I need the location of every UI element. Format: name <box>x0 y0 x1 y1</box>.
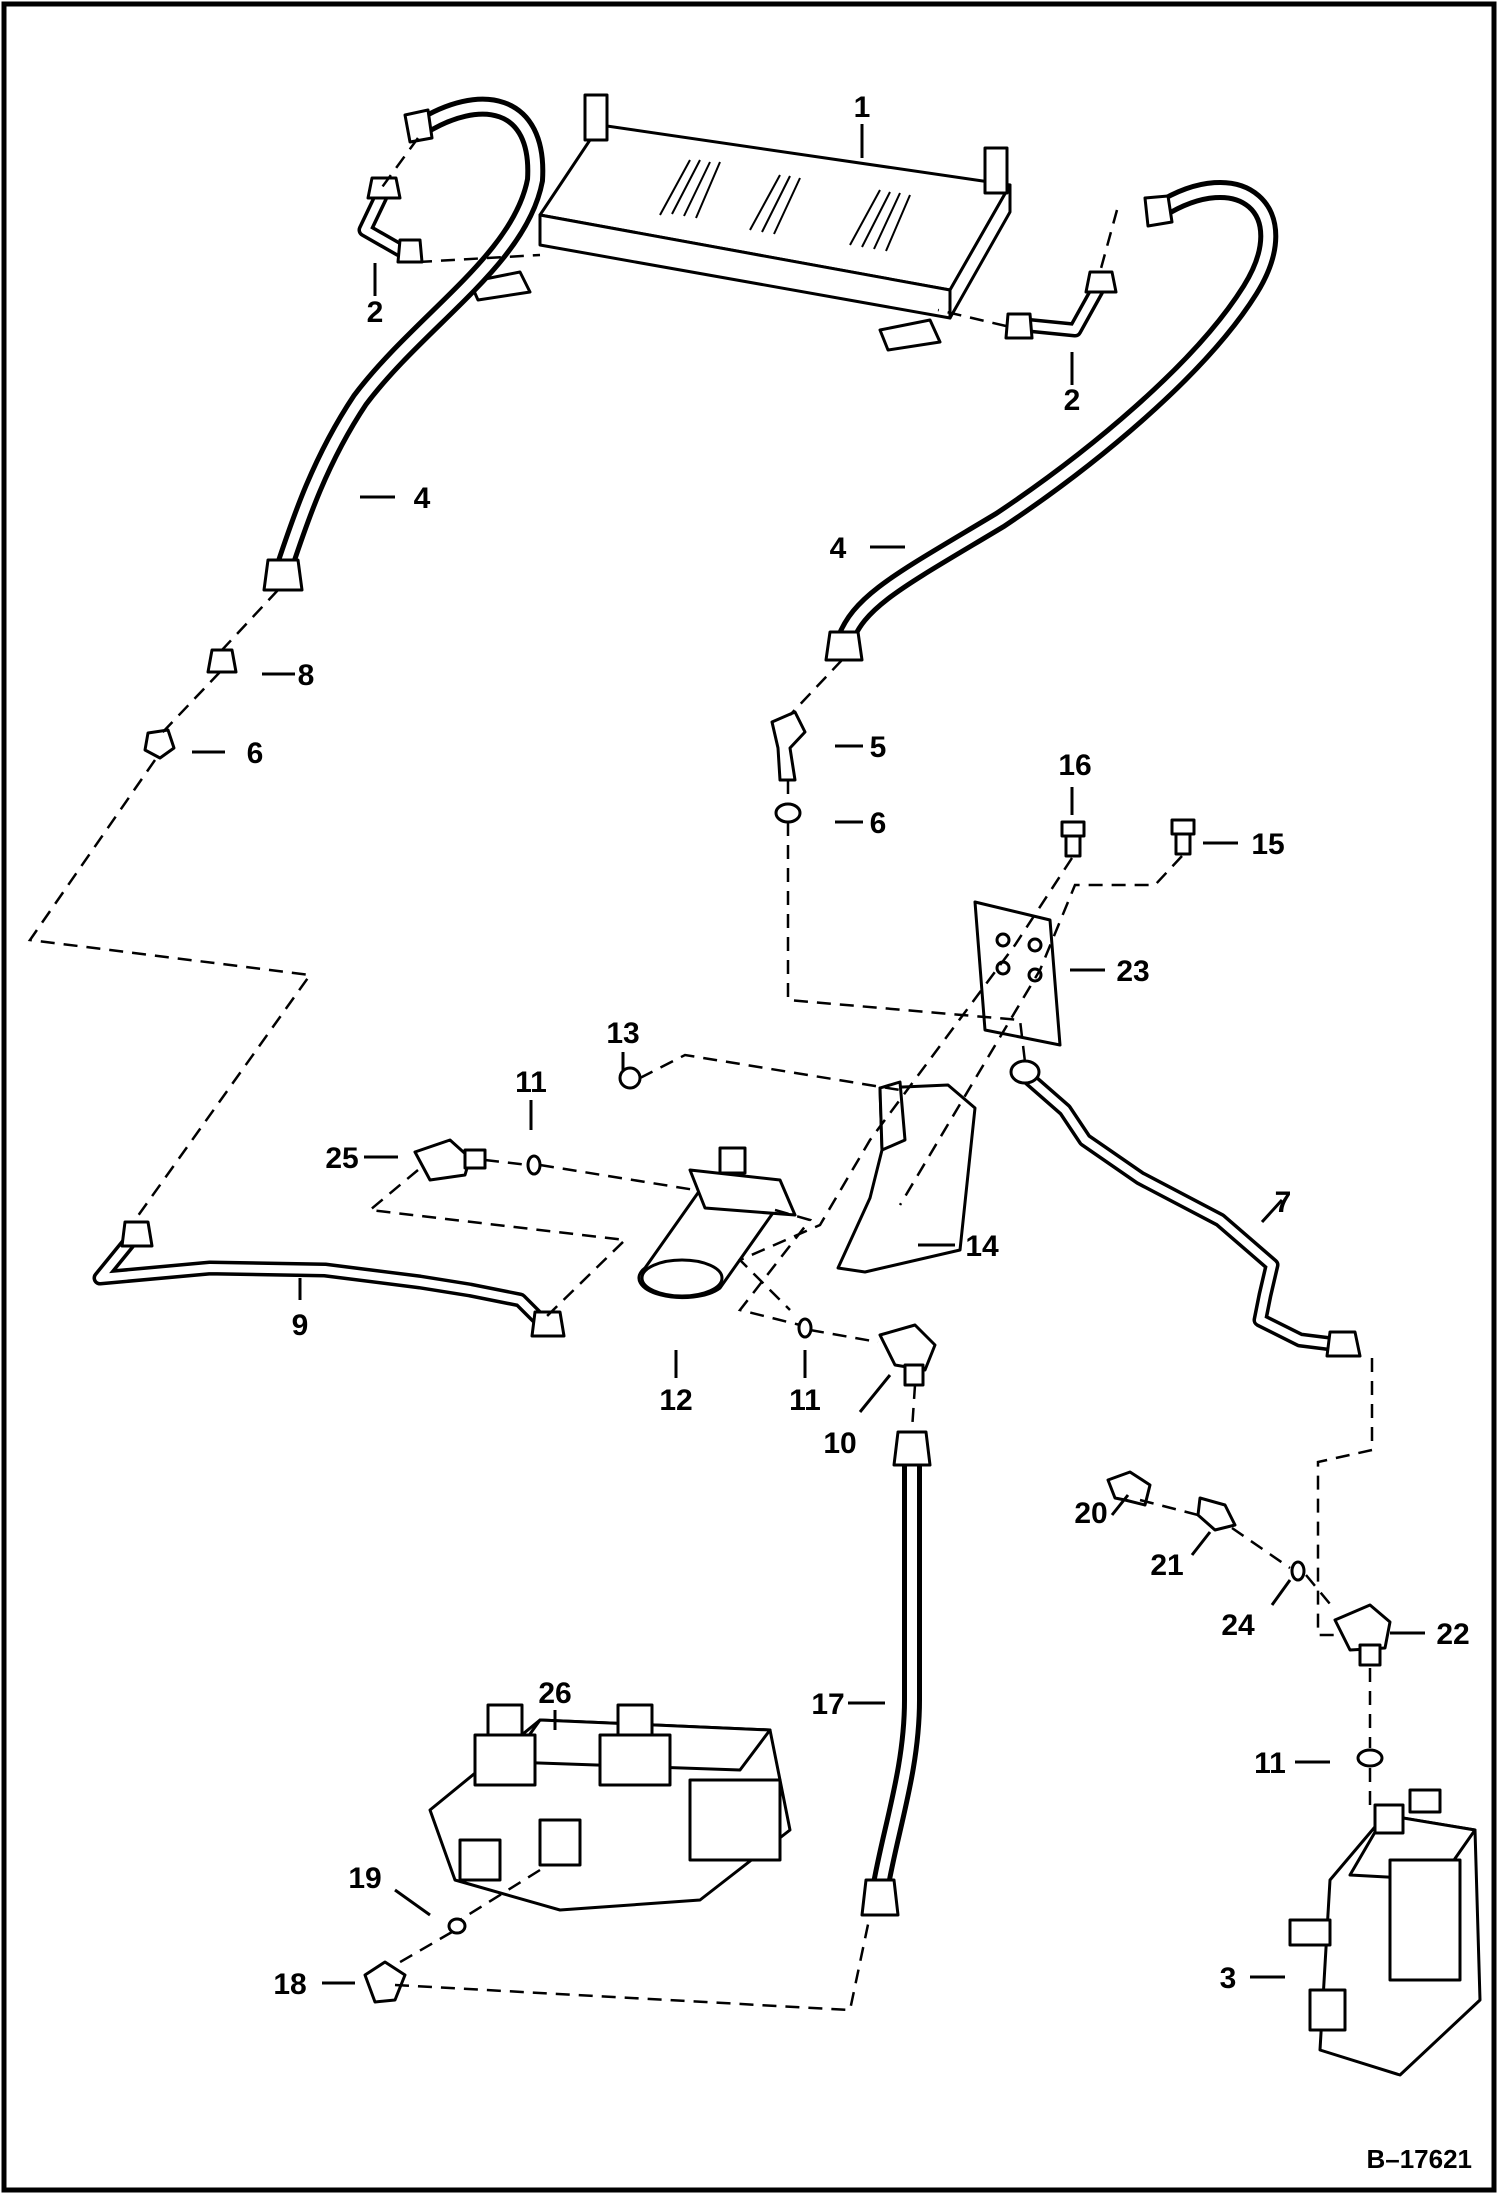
document-number: B–17621 <box>1366 2144 1472 2174</box>
callout-3: 3 <box>1220 1962 1237 1995</box>
callout-10: 10 <box>823 1427 856 1460</box>
bolt-head <box>618 1066 642 1090</box>
callout-21: 21 <box>1150 1549 1183 1582</box>
callout-24: 24 <box>1221 1609 1255 1642</box>
callout-25: 25 <box>325 1142 358 1175</box>
callout-26: 26 <box>538 1677 571 1710</box>
callout-17: 17 <box>811 1688 844 1721</box>
callout-23: 23 <box>1116 955 1149 988</box>
callout-22: 22 <box>1436 1618 1469 1651</box>
oil-cooler <box>468 93 1012 352</box>
bolt-15 <box>1170 818 1196 856</box>
callout-9: 9 <box>292 1309 309 1342</box>
fitting-left <box>357 176 424 264</box>
cap-fitting <box>1106 1470 1152 1507</box>
callout-16: 16 <box>1058 749 1091 782</box>
callout-18: 18 <box>273 1968 306 2001</box>
tube-lower-left <box>92 1220 566 1338</box>
adapter-fitting-right <box>1196 1496 1237 1532</box>
callout-12: 12 <box>659 1384 692 1417</box>
o-ring-filter-left <box>526 1154 542 1176</box>
callout-11-right: 11 <box>1254 1747 1286 1780</box>
control-valve <box>1288 1788 1482 2077</box>
bolt-16 <box>1060 820 1086 858</box>
mounting-plate <box>973 900 1062 1047</box>
hidden-connection-lines <box>27 137 1374 2012</box>
pump-fitting <box>363 1960 407 2004</box>
callout-6-left: 6 <box>247 737 264 770</box>
o-ring-right <box>1290 1560 1306 1582</box>
leader-lines <box>192 124 1425 1985</box>
callout-1: 1 <box>854 91 871 124</box>
hose-vertical <box>860 1430 932 1917</box>
callout-labels: 1 2 2 4 4 8 6 5 6 16 15 23 13 11 25 9 12… <box>247 91 1470 2001</box>
callout-6-right: 6 <box>870 807 887 840</box>
callout-11-left: 11 <box>515 1066 547 1099</box>
callout-20: 20 <box>1074 1497 1107 1530</box>
o-ring-filter-right <box>797 1317 813 1339</box>
callout-7: 7 <box>1275 1186 1292 1219</box>
hydrostatic-pump <box>428 1703 792 1912</box>
hose-right <box>824 180 1279 662</box>
callout-15: 15 <box>1251 828 1284 861</box>
nut-left <box>143 728 176 760</box>
callout-13: 13 <box>606 1017 639 1050</box>
elbow-fitting-left <box>413 1138 487 1182</box>
callout-19: 19 <box>348 1862 381 1895</box>
callout-11-middle: 11 <box>789 1384 821 1417</box>
o-ring-upper <box>774 802 802 824</box>
hose-left <box>262 96 546 592</box>
callout-2-right: 2 <box>1064 384 1081 417</box>
callout-4-left: 4 <box>414 482 431 515</box>
filter-assembly <box>637 1146 797 1300</box>
mounting-bracket <box>836 1080 977 1274</box>
elbow-fitting <box>770 710 807 782</box>
elbow-fitting-valve <box>1333 1603 1392 1667</box>
callout-14: 14 <box>965 1230 999 1263</box>
o-ring-valve <box>1356 1748 1384 1768</box>
elbow-fitting-right <box>878 1323 937 1387</box>
fitting-right <box>1004 270 1118 340</box>
o-ring-pump <box>447 1917 467 1935</box>
callout-5: 5 <box>870 731 887 764</box>
callout-2-left: 2 <box>367 296 384 329</box>
adapter-fitting <box>206 648 238 674</box>
tube-right <box>1009 1059 1362 1358</box>
callout-8: 8 <box>298 659 315 692</box>
callout-4-right: 4 <box>830 532 847 565</box>
